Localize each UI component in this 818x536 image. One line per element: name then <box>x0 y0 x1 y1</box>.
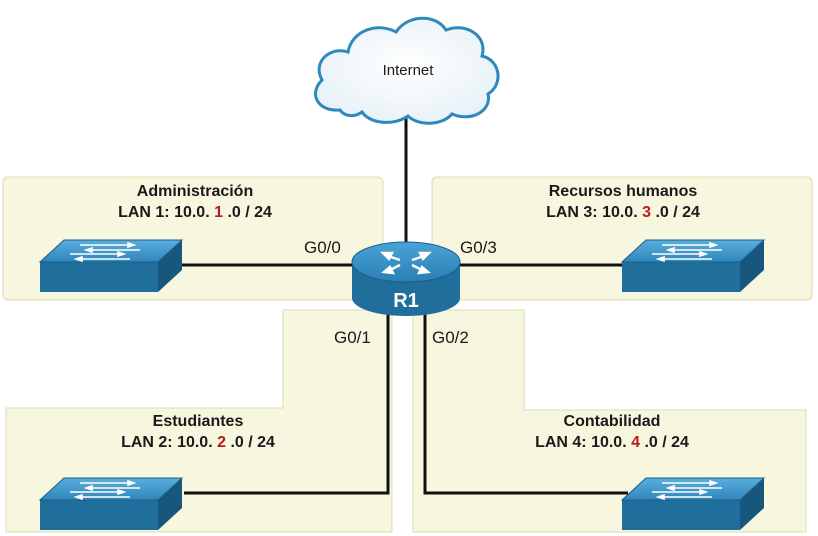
lan-address: LAN 1: 10.0. 1 .0 / 24 <box>118 204 272 221</box>
lan-label-4: Contabilidad LAN 4: 10.0. 4 .0 / 24 <box>535 413 689 451</box>
router-label: R1 <box>393 290 419 312</box>
lan-address: LAN 4: 10.0. 4 .0 / 24 <box>535 434 689 451</box>
port-label-g01: G0/1 <box>334 328 371 347</box>
link-g02 <box>423 300 628 495</box>
link-g01 <box>184 300 390 495</box>
lan-area-contabilidad <box>412 309 807 533</box>
switch-lan2 <box>39 477 183 531</box>
cloud-label: Internet <box>383 62 435 79</box>
lan-name: Contabilidad <box>564 413 661 430</box>
lan-label-2: Estudiantes LAN 2: 10.0. 2 .0 / 24 <box>121 413 275 451</box>
lan-address: LAN 3: 10.0. 3 .0 / 24 <box>546 204 700 221</box>
switch-lan4 <box>621 477 765 531</box>
lan-name: Recursos humanos <box>549 183 698 200</box>
port-label-g02: G0/2 <box>432 328 469 347</box>
lan-name: Estudiantes <box>153 413 244 430</box>
lan-label-1: Administración LAN 1: 10.0. 1 .0 / 24 <box>118 183 272 221</box>
router-r1: R1 <box>351 241 461 316</box>
lan-name: Administración <box>137 183 253 200</box>
port-label-g03: G0/3 <box>460 238 497 257</box>
switch-lan3 <box>621 239 765 293</box>
switch-lan1 <box>39 239 183 293</box>
internet-cloud: Internet <box>314 16 500 125</box>
cloud-icon <box>314 16 500 125</box>
lan-label-3: Recursos humanos LAN 3: 10.0. 3 .0 / 24 <box>546 183 700 221</box>
lan-address: LAN 2: 10.0. 2 .0 / 24 <box>121 434 275 451</box>
port-label-g00: G0/0 <box>304 238 341 257</box>
links <box>182 118 628 495</box>
